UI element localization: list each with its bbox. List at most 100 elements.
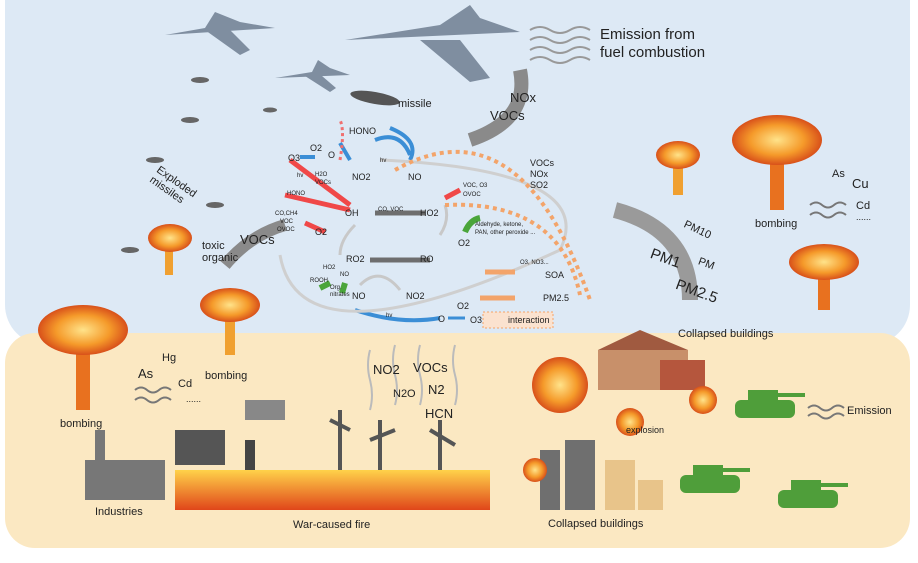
- building-icon: [598, 330, 705, 390]
- emission-label-line1: Emission from: [600, 26, 696, 43]
- bombing-mid-label: bombing: [205, 370, 248, 382]
- interaction-box: [482, 311, 554, 329]
- cu-label: Cu: [852, 176, 869, 191]
- vocs-label: VOCs: [413, 360, 448, 375]
- chem-o2: O2: [457, 301, 470, 311]
- emission-label: Emission: [847, 405, 892, 417]
- collapsed-buildings-bottom-label: Collapsed buildings: [548, 518, 644, 530]
- chem-ovoc: OVOC: [463, 192, 481, 198]
- chem-rooh: ROOH: [310, 278, 328, 284]
- chem-vocs-right: VOCs: [530, 158, 555, 168]
- chem-voc-o3: VOC, O3: [463, 183, 488, 189]
- bombing-label: bombing: [755, 218, 798, 230]
- chem-no2: NO2: [406, 291, 425, 301]
- mushroom-cloud-icon: [656, 141, 700, 195]
- chem-o: O: [438, 314, 446, 324]
- collapsed-building-icon: [540, 440, 595, 510]
- tank-icon: [680, 465, 750, 493]
- chem-o2: O2: [458, 238, 471, 248]
- mushroom-cloud-icon: [789, 244, 859, 310]
- chem-ovoc: OVOC: [277, 227, 295, 233]
- chem-ro2: RO2: [346, 254, 365, 264]
- ellipsis-label: ......: [186, 394, 202, 404]
- emission-waves-icon: [529, 26, 591, 64]
- chem-vocs: VOCs: [315, 180, 332, 186]
- n2-label: N2: [428, 382, 445, 397]
- chem-no: NO: [408, 172, 422, 182]
- chem-co-voc: CO, VOC: [378, 207, 404, 213]
- chem-nitrates: nitrates: [330, 292, 350, 298]
- chem-hono: HONO: [349, 126, 376, 136]
- bombing-left-label: bombing: [60, 418, 103, 430]
- mushroom-cloud-icon: [200, 288, 260, 355]
- chem-ho2-small: HO2: [323, 265, 336, 271]
- chem-ho2: HO2: [420, 208, 439, 218]
- ground-panel: [5, 333, 910, 548]
- chem-o: O: [328, 150, 336, 160]
- emission-arrow: [467, 68, 529, 147]
- tank-icon: [735, 390, 805, 418]
- collapsed-buildings-top-label: Collapsed buildings: [678, 328, 774, 340]
- toxic-vocs-label: VOCs: [240, 232, 275, 247]
- chem-hv: hv: [386, 313, 393, 319]
- chem-no-small: NO: [340, 272, 349, 278]
- cd-label: Cd: [856, 200, 871, 212]
- chem-hono-left: HONO: [287, 191, 305, 197]
- fighter-jet-icon: [275, 60, 350, 92]
- industries-label: Industries: [95, 506, 143, 518]
- cd-label: Cd: [178, 378, 193, 390]
- chem-org: Org.: [330, 285, 342, 291]
- burnt-tree-icon: [329, 410, 457, 470]
- hcn-label: HCN: [425, 406, 454, 421]
- chem-o3: O3: [288, 153, 301, 163]
- fighter-jet-icon: [165, 12, 275, 55]
- vocs-arrow: [220, 219, 287, 269]
- chem-o3: O3: [470, 315, 483, 325]
- chem-interaction: interaction: [508, 315, 550, 325]
- vocs-label: VOCs: [490, 108, 525, 123]
- missile-icon: [350, 90, 400, 106]
- chem-soa: SOA: [545, 270, 565, 280]
- blue-arrow: [374, 135, 412, 156]
- mushroom-cloud-icon: [38, 305, 128, 410]
- mushroom-cloud-icon: [732, 115, 822, 210]
- chem-aldehyde: Aldehyde, ketone,: [475, 222, 524, 228]
- mushroom-cloud-icon: [148, 224, 192, 275]
- explosion-label: explosion: [626, 425, 665, 435]
- chem-o3-no3: O3, NO3...: [520, 260, 549, 266]
- fire: [175, 470, 490, 510]
- pm-arrow: [612, 202, 698, 301]
- chem-hv: hv: [297, 173, 304, 179]
- n2o-label: N2O: [393, 388, 416, 400]
- blue-arrow: [389, 126, 415, 161]
- missile-icon: [121, 77, 277, 253]
- chem-nox-right: NOx: [530, 169, 548, 179]
- chem-hv: hv: [380, 158, 387, 164]
- nox-label: NOx: [510, 90, 536, 105]
- missile-label: missile: [398, 98, 432, 110]
- chem-so2-right: SO2: [530, 180, 549, 190]
- chem-o2: O2: [315, 227, 328, 237]
- chem-pm25: PM2.5: [543, 293, 570, 303]
- as-label: As: [832, 168, 845, 180]
- collapsed-building-icon: [605, 460, 663, 510]
- chem-pan: PAN, other peroxide ...: [475, 230, 536, 236]
- chem-oh: OH: [345, 208, 359, 218]
- explosion-icon: [523, 357, 717, 482]
- chem-o2: O2: [310, 143, 323, 153]
- ellipsis-label: ......: [856, 212, 872, 222]
- fighter-jet-icon: [345, 5, 520, 82]
- chem-h2o: H2O: [315, 172, 328, 178]
- chem-no2: NO2: [352, 172, 371, 182]
- emission-label-line2: fuel combustion: [600, 44, 706, 61]
- war-fire-label: War-caused fire: [293, 519, 371, 531]
- chem-no: NO: [352, 291, 366, 301]
- chem-voc: VOC: [280, 219, 294, 225]
- as-label: As: [138, 366, 154, 381]
- no2-label: NO2: [373, 362, 400, 377]
- tank-icon: [778, 480, 848, 508]
- hg-label: Hg: [162, 352, 177, 364]
- chem-ro: RO: [420, 254, 434, 264]
